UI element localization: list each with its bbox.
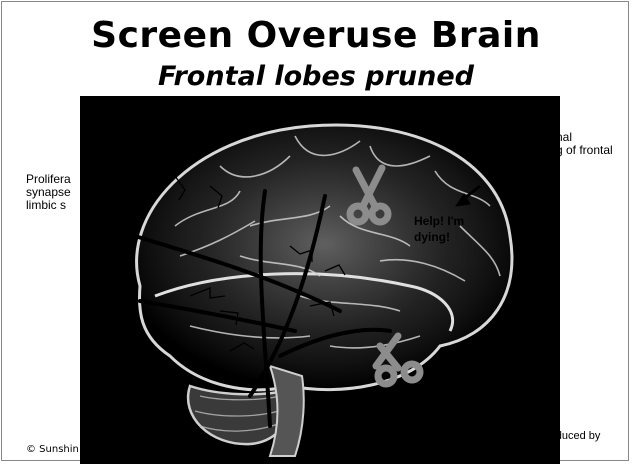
footer-right: roduced by bbox=[546, 430, 600, 442]
cerebellum bbox=[188, 386, 288, 444]
slide-title: Screen Overuse Brain bbox=[0, 14, 632, 58]
help-callout: Help! I'm dying! bbox=[414, 213, 496, 245]
brain-outline bbox=[137, 125, 512, 390]
footer-left: © Sunshin bbox=[26, 444, 79, 455]
brain-illustration bbox=[80, 96, 560, 464]
slide-subtitle: Frontal lobes pruned bbox=[0, 60, 632, 94]
brain-image: Help! I'm dying! bbox=[80, 96, 560, 464]
right-note: nal g of frontal bbox=[556, 131, 632, 157]
